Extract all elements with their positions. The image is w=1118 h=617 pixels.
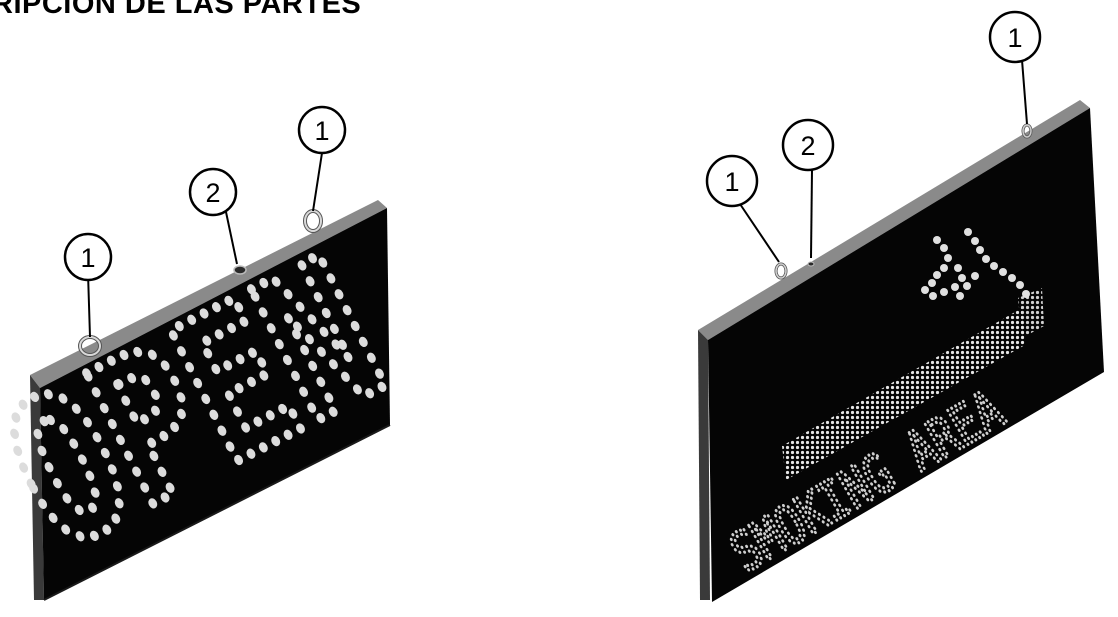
callout-1-left-a: 1	[63, 232, 113, 282]
svg-text:2: 2	[205, 178, 220, 208]
svg-text:1: 1	[80, 243, 95, 273]
open-sign-face	[40, 208, 390, 600]
svg-text:1: 1	[724, 167, 739, 197]
smoking-area-sign: SMOKING AREA 1 2 1	[698, 10, 1104, 602]
power-socket	[233, 265, 247, 275]
smoking-sign-top-edge	[698, 100, 1090, 340]
cigarette-graphic	[782, 308, 1025, 480]
svg-text:1: 1	[1007, 23, 1022, 53]
callout-2-right: 2	[781, 118, 835, 172]
open-sign: OPEN 1 2 1	[0, 105, 420, 601]
smoke-graphic	[921, 228, 1030, 300]
power-socket	[807, 261, 815, 267]
page-title: RIPCION DE LAS PARTES	[0, 0, 362, 20]
callout-1-right-a: 1	[705, 154, 759, 208]
callout-1-left-b: 1	[297, 105, 347, 155]
smoking-sign-face	[708, 108, 1104, 602]
open-sign-top-edge	[30, 200, 387, 388]
smoking-sign-side-edge	[698, 330, 710, 600]
svg-text:1: 1	[314, 116, 329, 146]
callout-2-left: 2	[188, 167, 238, 217]
svg-text:2: 2	[800, 131, 815, 161]
open-sign-side-edge	[30, 375, 44, 600]
callout-1-right-b: 1	[988, 10, 1042, 64]
